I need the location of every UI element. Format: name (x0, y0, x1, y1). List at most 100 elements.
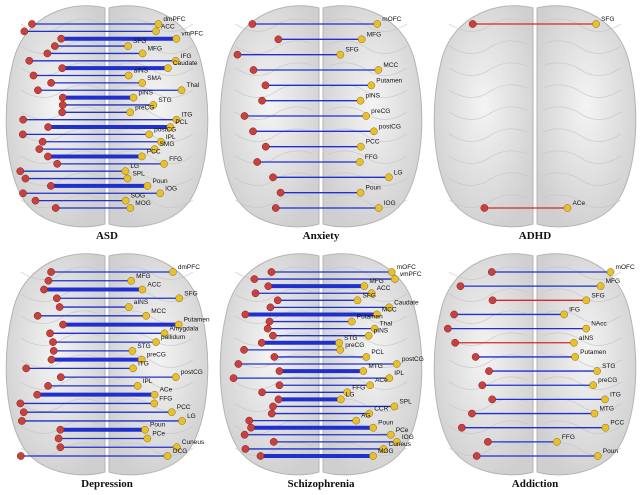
node-left (240, 112, 249, 120)
node-right (369, 423, 377, 432)
node-label: IFG (569, 306, 580, 313)
gyrus-line (328, 128, 408, 142)
node-left (275, 381, 284, 390)
node-right (366, 381, 374, 390)
node-right (355, 158, 364, 166)
node-label: SPL (399, 398, 412, 405)
node-left (274, 35, 283, 44)
node-left (488, 395, 497, 404)
node-label: postCG (379, 123, 401, 130)
node-right (129, 93, 138, 102)
node-left (271, 204, 280, 212)
node-right (143, 182, 152, 190)
node-left (240, 430, 249, 439)
gyrus-line (114, 442, 194, 456)
node-left (38, 137, 47, 146)
gyrus-line (328, 40, 408, 54)
node-right (601, 423, 610, 432)
node-right (593, 367, 601, 375)
panel-caption: Depression (81, 478, 133, 490)
left-hemisphere (433, 5, 534, 228)
gyrus-line (114, 150, 194, 164)
panel-caption: Schizophrenia (287, 478, 355, 490)
left-hemisphere (5, 253, 106, 476)
node-right (391, 275, 399, 283)
node-left (256, 452, 265, 460)
gyrus-line (542, 150, 622, 164)
node-right (589, 381, 598, 390)
node-label: FFG (169, 156, 182, 163)
node-left (257, 338, 266, 347)
gyrus-line (542, 62, 622, 76)
gyrus-line (234, 288, 314, 302)
node-label: SFG (591, 292, 604, 299)
gyrus-line (448, 332, 528, 346)
node-label: aINS (134, 68, 149, 75)
node-label: STG (602, 363, 615, 370)
gyrus-line (328, 442, 408, 456)
node-right (129, 364, 137, 373)
node-left (275, 367, 284, 375)
node-label: PCL (371, 349, 384, 356)
node-left (35, 145, 44, 153)
node-label: PCL (175, 119, 188, 126)
node-right (137, 152, 146, 161)
node-label: FFG (352, 384, 365, 391)
node-right (362, 353, 371, 361)
gyrus-line (114, 84, 194, 98)
edges (233, 271, 397, 458)
node-label: postCG (402, 356, 424, 363)
gyrus-line (114, 194, 194, 208)
gyrus-line (448, 106, 528, 120)
node-left (245, 416, 254, 425)
gyrus-line (328, 172, 408, 186)
gyrus-line (328, 288, 408, 302)
node-label: mOFC (382, 16, 401, 23)
gyrus-line (234, 354, 314, 368)
node-label: Poun (152, 178, 168, 185)
node-labels: dmPFCMFGACCSFGaINSMCCPutamenAmygdalapall… (134, 264, 210, 455)
node-label: SFG (362, 292, 375, 299)
node-label: postCG (154, 126, 176, 133)
node-right (357, 35, 366, 44)
node-right (124, 71, 133, 80)
node-right (362, 112, 371, 120)
node-left (264, 282, 273, 291)
node-right (177, 86, 186, 95)
node-label: PCe (152, 430, 165, 437)
node-label: PCC (610, 420, 624, 427)
node-labels: mOFCMFGSFGIFGNAccaINSPutamenSTGpreCGITGM… (562, 264, 635, 455)
node-right (370, 127, 378, 136)
node-right (133, 382, 142, 390)
node-left (51, 204, 60, 212)
node-right (359, 367, 368, 375)
node-right (121, 167, 130, 176)
node-left (16, 167, 25, 176)
node-left (269, 173, 277, 182)
gyrus-line (328, 150, 408, 164)
node-right (172, 115, 181, 124)
gyrus-line (448, 194, 528, 208)
node-label: OCG (173, 448, 188, 455)
node-left (44, 123, 52, 131)
node-label: Putamen (376, 77, 402, 84)
node-right (570, 338, 578, 347)
left-hemisphere (433, 253, 534, 476)
node-left (267, 409, 276, 418)
node-right (373, 310, 381, 319)
node-label: preCG (345, 342, 364, 349)
gyrus-line (20, 398, 100, 412)
node-left (16, 399, 25, 408)
node-label: preCG (598, 377, 617, 384)
node-right (385, 374, 394, 383)
node-right (369, 452, 377, 460)
node-label: MCC (382, 306, 397, 313)
node-left (487, 268, 496, 276)
gyrus-line (114, 266, 194, 280)
node-label: postCG (181, 369, 203, 376)
nodes (16, 268, 186, 460)
gyrus-line (542, 194, 622, 208)
node-label: SFG (601, 16, 614, 23)
node-right (166, 123, 175, 131)
